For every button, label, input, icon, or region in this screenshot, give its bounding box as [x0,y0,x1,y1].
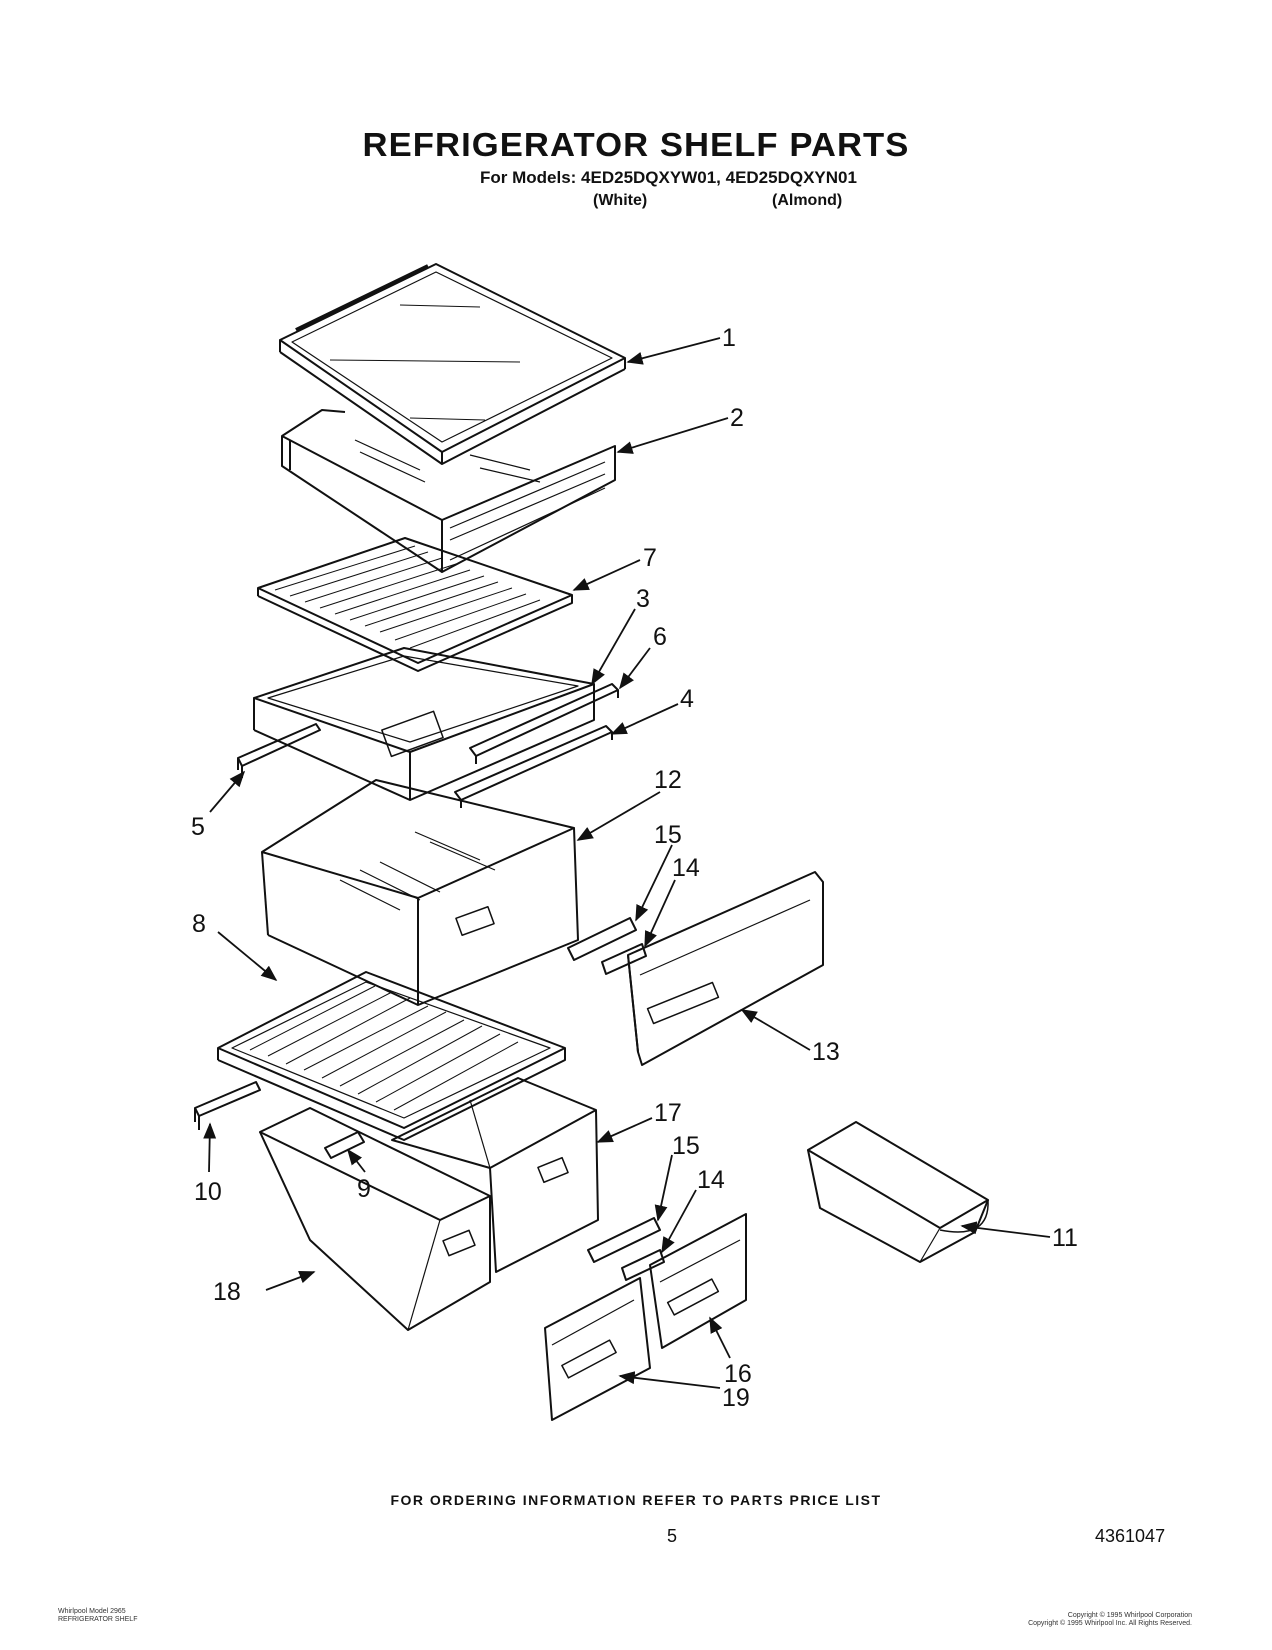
fine-print-left-line1: Whirlpool Model 2965 [58,1608,126,1615]
callout-15-lower: 15 [672,1132,700,1160]
callout-12: 12 [654,766,682,794]
callout-11: 11 [1052,1224,1078,1252]
fine-print-left: Whirlpool Model 2965 REFRIGERATOR SHELF [58,1608,137,1624]
callout-4: 4 [680,685,694,713]
fine-print-left-line2: REFRIGERATOR SHELF [58,1616,138,1623]
models-line: For Models: 4ED25DQXYW01, 4ED25DQXYN01 [480,168,857,187]
callout-13: 13 [812,1038,840,1066]
callout-2: 2 [730,404,744,432]
document-number: 4361047 [1095,1526,1166,1546]
callout-9: 9 [357,1175,371,1203]
part-9-clip [324,1131,365,1159]
part-12-crisper-pan [261,779,579,1006]
part-19-drawer-front [544,1277,651,1421]
part-11-door-bin [807,1121,989,1263]
callout-14-lower: 14 [697,1166,725,1194]
part-8-lower-shelf [217,971,566,1141]
callout-10: 10 [194,1178,222,1206]
part-17-right-drawer [391,1077,599,1273]
fine-print-right-line1: Copyright © 1995 Whirlpool Corporation [1067,1612,1192,1619]
fine-print-right: Copyright © 1995 Whirlpool Corporation C… [1028,1612,1192,1628]
part-18-left-drawer [259,1107,491,1331]
callout-14-upper: 14 [672,854,700,882]
variant-white-label: (White) [593,192,648,209]
page-number: 5 [667,1526,678,1546]
part-6-rail [469,683,619,764]
callout-7: 7 [643,544,657,572]
callout-15-upper: 15 [654,821,682,849]
callout-16: 16 [724,1360,752,1388]
part-4-rail [454,725,613,808]
part-1-glass-shelf [279,263,626,465]
callout-17: 17 [654,1099,682,1127]
callout-3: 3 [636,585,650,613]
part-15-clip-lower [587,1217,661,1263]
part-14-clip-upper [601,943,647,975]
callout-18: 18 [213,1278,241,1306]
callout-1: 1 [722,324,736,352]
variant-almond-label: (Almond) [772,192,843,209]
part-7-shelf-cover [257,537,573,672]
part-14-clip-lower [621,1249,665,1281]
callout-6: 6 [653,623,667,651]
page-title: REFRIGERATOR SHELF PARTS [362,126,910,163]
callout-5: 5 [191,813,205,841]
part-2-drawer [281,409,616,573]
part-16-drawer-front [649,1213,747,1349]
part-15-clip-upper [567,917,637,961]
ordering-note: FOR ORDERING INFORMATION REFER TO PARTS … [390,1492,882,1508]
callout-19: 19 [722,1384,750,1412]
part-13-crisper-front [627,871,824,1066]
fine-print-right-line2: Copyright © 1995 Whirlpool Inc. All Righ… [1028,1620,1192,1627]
part-10-rail [194,1081,261,1130]
callout-8: 8 [192,910,206,938]
part-5-rail [237,723,321,778]
